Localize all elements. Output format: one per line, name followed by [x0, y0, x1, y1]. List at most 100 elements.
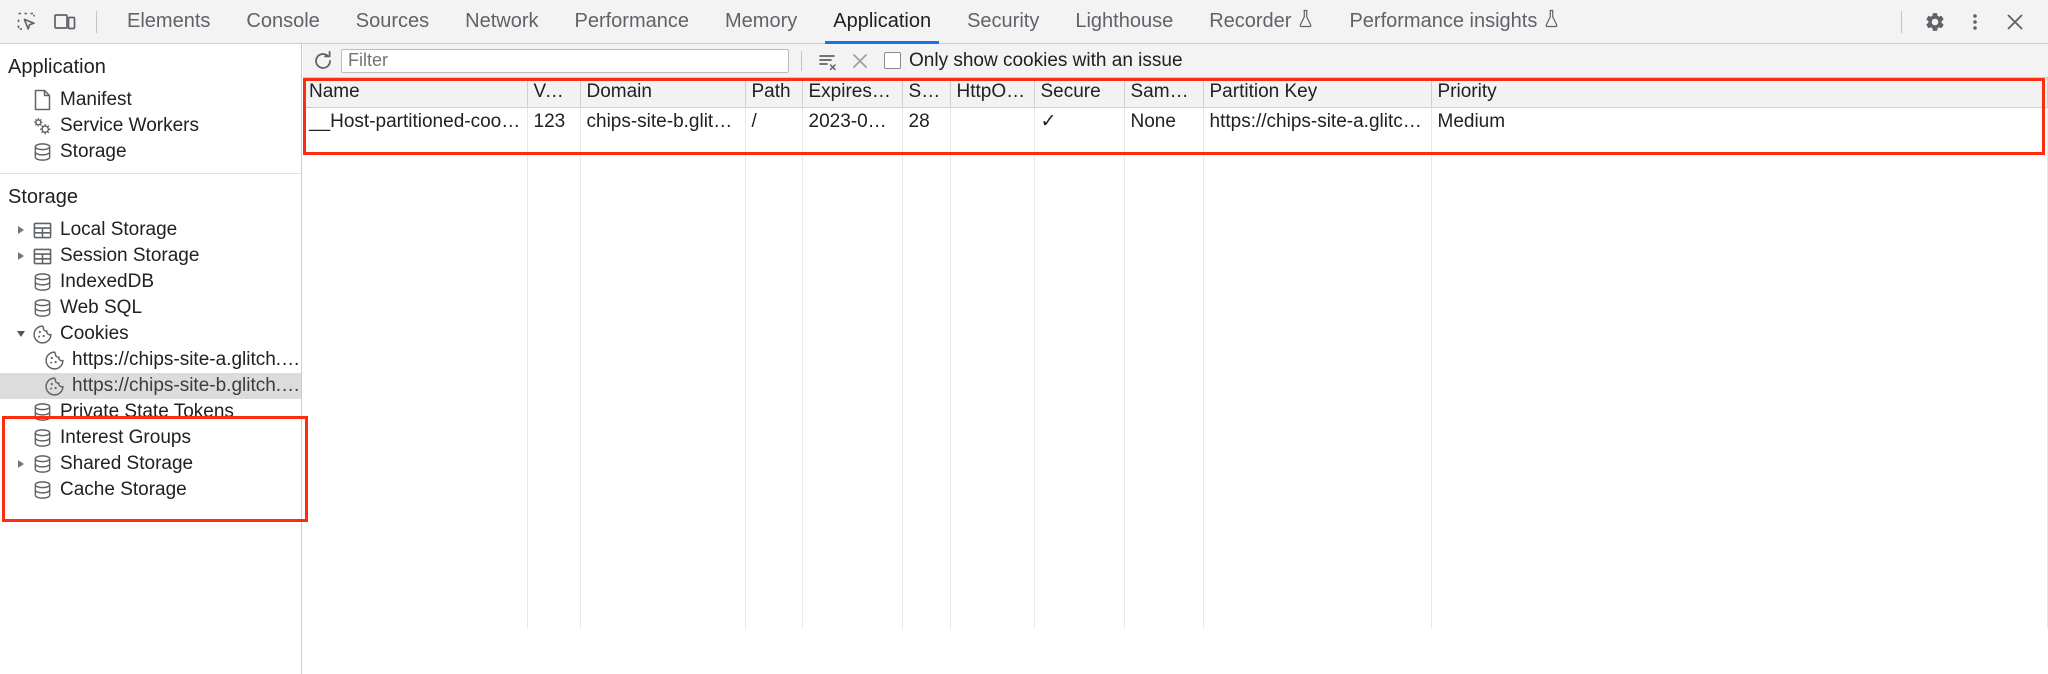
tab-network[interactable]: Network [447, 0, 556, 44]
tab-security[interactable]: Security [949, 0, 1057, 44]
sidebar-item-label: Web SQL [60, 297, 143, 318]
tab-memory[interactable]: Memory [707, 0, 815, 44]
column-header-httponly[interactable]: HttpOnly [950, 78, 1035, 108]
tab-label: Console [246, 10, 320, 32]
tab-lighthouse[interactable]: Lighthouse [1057, 0, 1191, 44]
table-filler-row [303, 542, 2048, 571]
sidebar-item-label: Private State Tokens [60, 401, 234, 422]
sidebar-item-interest-groups[interactable]: Interest Groups [0, 425, 301, 451]
column-header-samesite[interactable]: SameSite [1124, 78, 1204, 108]
table-filler-row [303, 252, 2048, 281]
table-filler-row [303, 397, 2048, 426]
tab-label: Security [967, 10, 1040, 32]
tab-label: Sources [355, 10, 430, 32]
table-icon [30, 246, 54, 267]
sidebar-item-label: Cookies [60, 323, 129, 344]
sidebar-item-service-workers[interactable]: Service Workers [0, 113, 301, 139]
cell-value: 123 [527, 107, 581, 136]
tab-recorder[interactable]: Recorder [1191, 0, 1331, 44]
sidebar-section-storage-title: Storage [8, 186, 79, 208]
sidebar-divider [0, 173, 301, 174]
tab-sources[interactable]: Sources [338, 0, 447, 44]
only-show-issues-checkbox[interactable]: Only show cookies with an issue [884, 50, 1183, 72]
clear-all-cookies-icon[interactable] [846, 48, 874, 74]
table-row[interactable]: __Host-partitioned-cookie 123 chips-site… [303, 107, 2048, 136]
database-icon [30, 401, 54, 423]
tab-application[interactable]: Application [815, 0, 949, 44]
sidebar-item-storage[interactable]: Storage [0, 139, 301, 165]
chevron-right-icon[interactable] [12, 226, 30, 234]
tab-console[interactable]: Console [228, 0, 337, 44]
chevron-right-icon[interactable] [12, 460, 30, 468]
panel-tabs: Elements Console Sources Network Perform… [109, 0, 1577, 44]
sidebar-item-label: Session Storage [60, 245, 200, 266]
inspect-element-icon[interactable] [8, 5, 46, 39]
table-filler-row [303, 136, 2048, 165]
toolbar-right-divider [1901, 10, 1902, 33]
table-header-row: Name Value Domain Path Expires / M… Size… [303, 78, 2048, 108]
tab-label: Lighthouse [1075, 10, 1174, 32]
kebab-menu-icon[interactable] [1956, 5, 1994, 39]
cell-samesite: None [1124, 107, 1204, 136]
sidebar-item-indexeddb[interactable]: IndexedDB [0, 269, 301, 295]
database-icon [30, 427, 54, 449]
chevron-down-icon[interactable] [12, 331, 30, 337]
sidebar-item-web-sql[interactable]: Web SQL [0, 295, 301, 321]
refresh-icon[interactable] [309, 48, 337, 74]
column-header-value[interactable]: Value [527, 78, 581, 108]
clear-filters-icon[interactable] [814, 48, 842, 74]
table-icon [30, 220, 54, 241]
table-filler-row [303, 310, 2048, 339]
column-header-path[interactable]: Path [745, 78, 803, 108]
sidebar-item-label: Storage [60, 141, 127, 162]
cookies-table: Name Value Domain Path Expires / M… Size… [303, 78, 2048, 629]
chevron-right-icon[interactable] [12, 252, 30, 260]
table-filler-row [303, 339, 2048, 368]
sidebar-item-cookie-origin-b[interactable]: https://chips-site-b.glitch.me [0, 373, 301, 399]
cell-priority: Medium [1431, 107, 2048, 136]
sidebar-item-local-storage[interactable]: Local Storage [0, 217, 301, 243]
flask-icon [1544, 9, 1559, 34]
column-header-domain[interactable]: Domain [580, 78, 746, 108]
tab-performance-insights[interactable]: Performance insights [1331, 0, 1577, 44]
column-header-name[interactable]: Name [303, 78, 528, 108]
sidebar-item-manifest[interactable]: Manifest [0, 87, 301, 113]
filterbar-divider [801, 50, 802, 71]
tab-performance[interactable]: Performance [557, 0, 708, 44]
gear-icon[interactable] [1916, 5, 1954, 39]
table-filler-row [303, 484, 2048, 513]
checkbox-label: Only show cookies with an issue [909, 49, 1183, 71]
cell-secure: ✓ [1034, 107, 1125, 136]
checkbox-box[interactable] [884, 52, 901, 69]
tab-label: Elements [127, 10, 211, 32]
cell-domain: chips-site-b.glitch.me [580, 107, 746, 136]
cell-expires: 2023-07-07… [802, 107, 903, 136]
device-toolbar-icon[interactable] [46, 5, 84, 39]
column-header-partition-key[interactable]: Partition Key [1203, 78, 1432, 108]
toolbar-right-actions [1889, 5, 2040, 39]
sidebar-item-private-state-tokens[interactable]: Private State Tokens [0, 399, 301, 425]
table-filler-row [303, 426, 2048, 455]
table-filler-row [303, 513, 2048, 542]
sidebar-item-cookie-origin-a[interactable]: https://chips-site-a.glitch.me [0, 347, 301, 373]
document-icon [30, 89, 54, 111]
sidebar-item-shared-storage[interactable]: Shared Storage [0, 451, 301, 477]
column-header-expires[interactable]: Expires / M… [802, 78, 903, 108]
cell-partition-key: https://chips-site-a.glitch.me [1203, 107, 1432, 136]
sidebar-item-cache-storage[interactable]: Cache Storage [0, 477, 301, 503]
search-input[interactable] [341, 48, 789, 73]
column-header-priority[interactable]: Priority [1431, 78, 2048, 108]
table-filler-row [303, 165, 2048, 194]
sidebar-item-session-storage[interactable]: Session Storage [0, 243, 301, 269]
sidebar-item-cookies[interactable]: Cookies [0, 321, 301, 347]
tab-label: Network [465, 10, 539, 32]
flask-icon [1298, 9, 1313, 34]
cell-path: / [745, 107, 803, 136]
cookie-icon [30, 324, 54, 345]
sidebar-item-label: Local Storage [60, 219, 178, 240]
column-header-size[interactable]: Size [902, 78, 951, 108]
sidebar-item-label: IndexedDB [60, 271, 155, 292]
column-header-secure[interactable]: Secure [1034, 78, 1125, 108]
tab-elements[interactable]: Elements [109, 0, 228, 44]
close-icon[interactable] [1996, 5, 2034, 39]
